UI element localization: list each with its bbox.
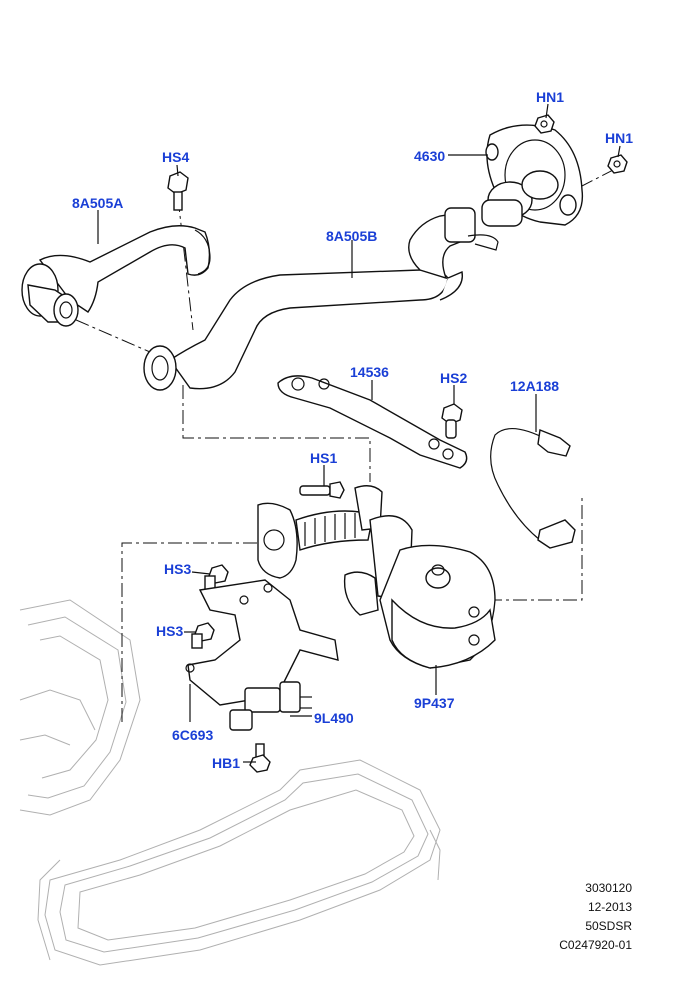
nut-hn1-right xyxy=(607,154,628,174)
callout-8a505a: 8A505A xyxy=(72,195,124,211)
reference-line-1: 3030120 xyxy=(585,881,632,895)
callout-hs3-upper: HS3 xyxy=(164,561,192,577)
callout-hn1-right: HN1 xyxy=(605,130,634,146)
hose-8a505a xyxy=(21,225,211,327)
valve-4630 xyxy=(481,124,584,227)
callout-14536: 14536 xyxy=(350,364,389,380)
callout-6c693: 6C693 xyxy=(172,727,214,743)
reference-block: 3030120 12-2013 50SDSR C0247920-01 xyxy=(512,879,632,955)
callout-9l490: 9L490 xyxy=(314,710,354,726)
callout-8a505b: 8A505B xyxy=(326,228,378,244)
callout-9p437: 9P437 xyxy=(414,695,455,711)
reference-line-2: 12-2013 xyxy=(587,900,632,914)
callout-hs2: HS2 xyxy=(440,370,468,386)
bolt-hs1 xyxy=(299,481,345,499)
callout-hs1: HS1 xyxy=(310,450,338,466)
bracket-14536 xyxy=(277,375,468,469)
bolt-hs3-lower xyxy=(191,622,215,649)
nut-hn1-top xyxy=(534,114,555,134)
callout-hn1-top: HN1 xyxy=(536,89,565,105)
engine-block-ghost xyxy=(19,599,441,966)
bracket-6c693 xyxy=(185,579,339,706)
callout-4630: 4630 xyxy=(414,148,446,164)
callout-hs4: HS4 xyxy=(162,149,190,165)
leader-lines xyxy=(97,103,621,763)
reference-line-4: C0247920-01 xyxy=(559,938,632,952)
sensor-12a188 xyxy=(490,428,576,549)
bolt-hb1 xyxy=(249,743,271,773)
bolt-hs2 xyxy=(441,403,463,439)
reference-line-3: 50SDSR xyxy=(585,919,632,933)
callout-12a188: 12A188 xyxy=(510,378,560,394)
callout-hb1: HB1 xyxy=(212,755,241,771)
hose-8a505b xyxy=(143,207,499,391)
bolt-hs4 xyxy=(167,171,189,211)
pump-9p437 xyxy=(257,485,496,669)
callout-hs3-lower: HS3 xyxy=(156,623,184,639)
solenoid-9l490 xyxy=(229,681,312,731)
alignment-lines xyxy=(29,139,618,722)
